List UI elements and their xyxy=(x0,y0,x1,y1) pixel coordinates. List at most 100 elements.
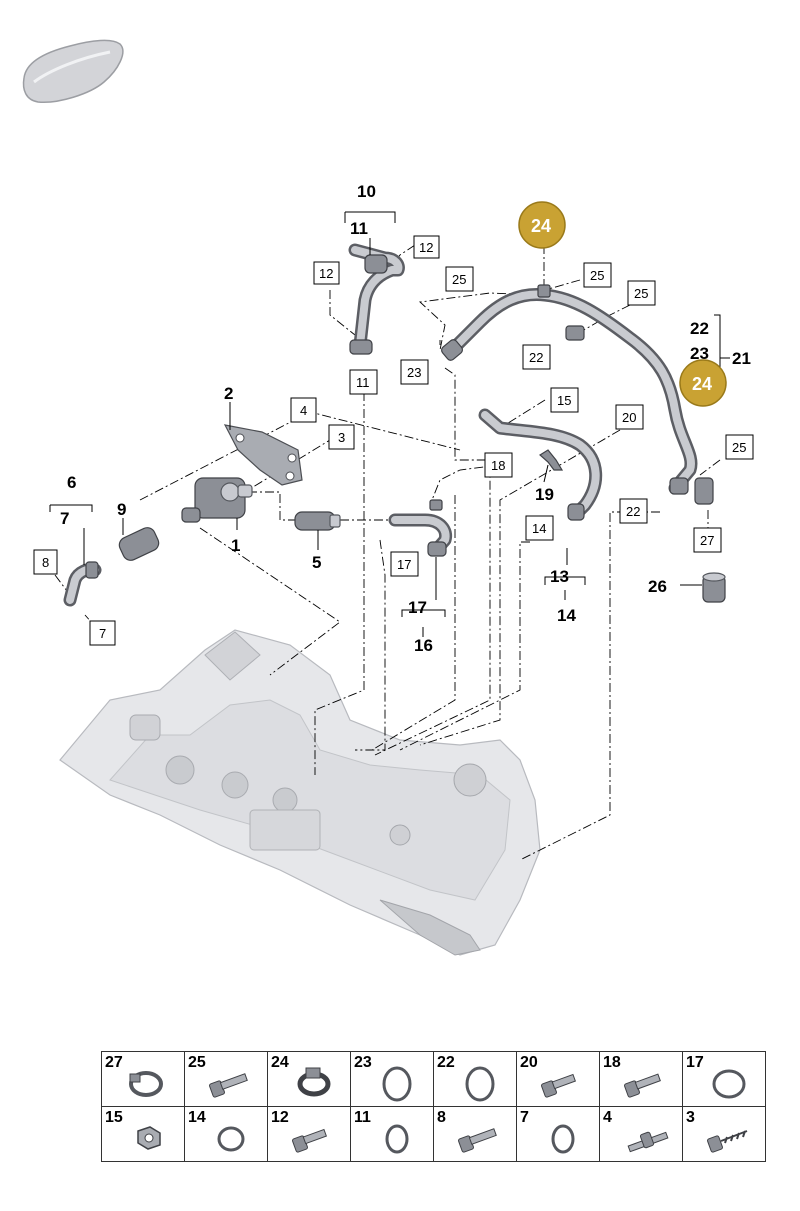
svg-text:25: 25 xyxy=(452,272,466,287)
svg-text:3: 3 xyxy=(338,430,345,445)
parts-cell: 8 xyxy=(433,1106,517,1162)
screw-icon xyxy=(707,1130,748,1153)
callout-5: 5 xyxy=(312,553,321,572)
o-ring-icon xyxy=(385,1124,409,1154)
part-number: 17 xyxy=(686,1054,704,1071)
boxed-label-3: 3 xyxy=(328,424,355,450)
parts-cell: 22 xyxy=(433,1051,517,1107)
callout-leader-lines xyxy=(49,211,730,637)
callout-6: 6 xyxy=(67,473,76,492)
svg-text:14: 14 xyxy=(532,521,546,536)
parts-cell: 12 xyxy=(267,1106,351,1162)
boxed-label-18: 18 xyxy=(484,452,513,478)
parts-cell: 18 xyxy=(599,1051,683,1107)
svg-text:11: 11 xyxy=(356,375,370,390)
callout-13: 13 xyxy=(550,567,569,586)
parts-cell: 7 xyxy=(516,1106,600,1162)
coolant-pipe-upper xyxy=(348,243,405,355)
svg-text:8: 8 xyxy=(42,555,49,570)
elbow-fitting xyxy=(63,561,102,607)
boxed-label-25b: 25 xyxy=(583,262,612,288)
boxed-label-25c: 25 xyxy=(627,280,656,306)
parts-cell: 23 xyxy=(350,1051,434,1107)
bold-callouts: 10 11 2 6 7 9 1 5 19 13 14 17 16 22 23 2… xyxy=(60,182,751,655)
boxed-label-22b: 22 xyxy=(619,498,648,524)
parts-cell: 27 xyxy=(101,1051,185,1107)
o-ring-icon xyxy=(712,1069,746,1099)
car-silhouette-icon xyxy=(22,39,124,103)
svg-text:7: 7 xyxy=(99,626,106,641)
coolant-pipe-lower xyxy=(388,499,453,557)
callout-16: 16 xyxy=(414,636,433,655)
callout-7: 7 xyxy=(60,509,69,528)
part-number: 18 xyxy=(603,1054,621,1071)
parts-cell: 20 xyxy=(516,1051,600,1107)
svg-text:12: 12 xyxy=(319,266,333,281)
boxed-label-14: 14 xyxy=(525,515,554,541)
boxed-label-15: 15 xyxy=(550,387,579,413)
bolt-icon xyxy=(624,1073,661,1098)
svg-text:22: 22 xyxy=(529,350,543,365)
part-number: 23 xyxy=(354,1054,372,1071)
boxed-label-11: 11 xyxy=(349,369,378,395)
parts-table-row-2: 15 14 12 11 8 7 4 3 xyxy=(101,1106,766,1162)
callout-10: 10 xyxy=(357,182,376,201)
part-number: 20 xyxy=(520,1054,538,1071)
svg-text:17: 17 xyxy=(397,557,411,572)
coolant-pipe-middle xyxy=(478,408,603,521)
parts-cell: 4 xyxy=(599,1106,683,1162)
badges: 24 24 xyxy=(518,201,727,407)
hose-clip-icon xyxy=(297,1067,331,1097)
clamp-icon xyxy=(129,1071,163,1097)
bolt-icon xyxy=(458,1128,497,1153)
parts-cell: 14 xyxy=(184,1106,268,1162)
part-number: 27 xyxy=(105,1054,123,1071)
part-number: 4 xyxy=(603,1109,612,1126)
parts-cell: 3 xyxy=(682,1106,766,1162)
part-number: 24 xyxy=(271,1054,289,1071)
callout-21: 21 xyxy=(732,349,751,368)
boxed-label-4: 4 xyxy=(290,397,317,423)
o-ring-icon xyxy=(217,1126,245,1152)
parts-cell: 24 xyxy=(267,1051,351,1107)
bolt-icon xyxy=(209,1073,248,1098)
bolt-icon xyxy=(541,1073,577,1098)
boxed-label-22a: 22 xyxy=(522,344,551,370)
callout-1: 1 xyxy=(231,536,240,555)
svg-text:23: 23 xyxy=(407,365,421,380)
parts-cell: 11 xyxy=(350,1106,434,1162)
parts-table-row-1: 27 25 24 23 22 20 18 17 xyxy=(101,1051,766,1107)
part-number: 15 xyxy=(105,1109,123,1126)
boxed-label-27: 27 xyxy=(693,527,722,553)
part-number: 3 xyxy=(686,1109,695,1126)
part-number: 14 xyxy=(188,1109,206,1126)
o-ring-icon xyxy=(551,1124,575,1154)
parts-legend-table: 27 25 24 23 22 20 18 17 xyxy=(101,1051,766,1162)
callout-26: 26 xyxy=(648,577,667,596)
boxed-label-20: 20 xyxy=(615,404,644,430)
engine-block xyxy=(59,629,541,956)
bolt-icon xyxy=(292,1128,328,1153)
boxed-label-7: 7 xyxy=(89,620,116,646)
gasket-plate xyxy=(223,424,303,486)
callout-19: 19 xyxy=(535,485,554,504)
part-number: 8 xyxy=(437,1109,446,1126)
callout-9: 9 xyxy=(117,500,126,519)
hose-coupling xyxy=(702,572,726,603)
callout-14: 14 xyxy=(557,606,576,625)
svg-text:25: 25 xyxy=(590,268,604,283)
callout-23: 23 xyxy=(690,344,709,363)
boxed-label-25a: 25 xyxy=(445,266,474,292)
callout-2: 2 xyxy=(224,384,233,403)
boxed-labels: 12 12 25 25 25 23 22 11 4 3 15 20 18 14 … xyxy=(33,235,754,646)
svg-text:25: 25 xyxy=(732,440,746,455)
parts-cell: 25 xyxy=(184,1051,268,1107)
part-number: 11 xyxy=(354,1109,371,1126)
o-ring-icon xyxy=(465,1066,495,1102)
stud-bolt-icon xyxy=(627,1131,669,1153)
badge-24-top: 24 xyxy=(518,201,566,249)
parts-cell: 15 xyxy=(101,1106,185,1162)
boxed-label-12a: 12 xyxy=(413,235,440,259)
badge-24-right: 24 xyxy=(679,359,727,407)
svg-text:20: 20 xyxy=(622,410,636,425)
